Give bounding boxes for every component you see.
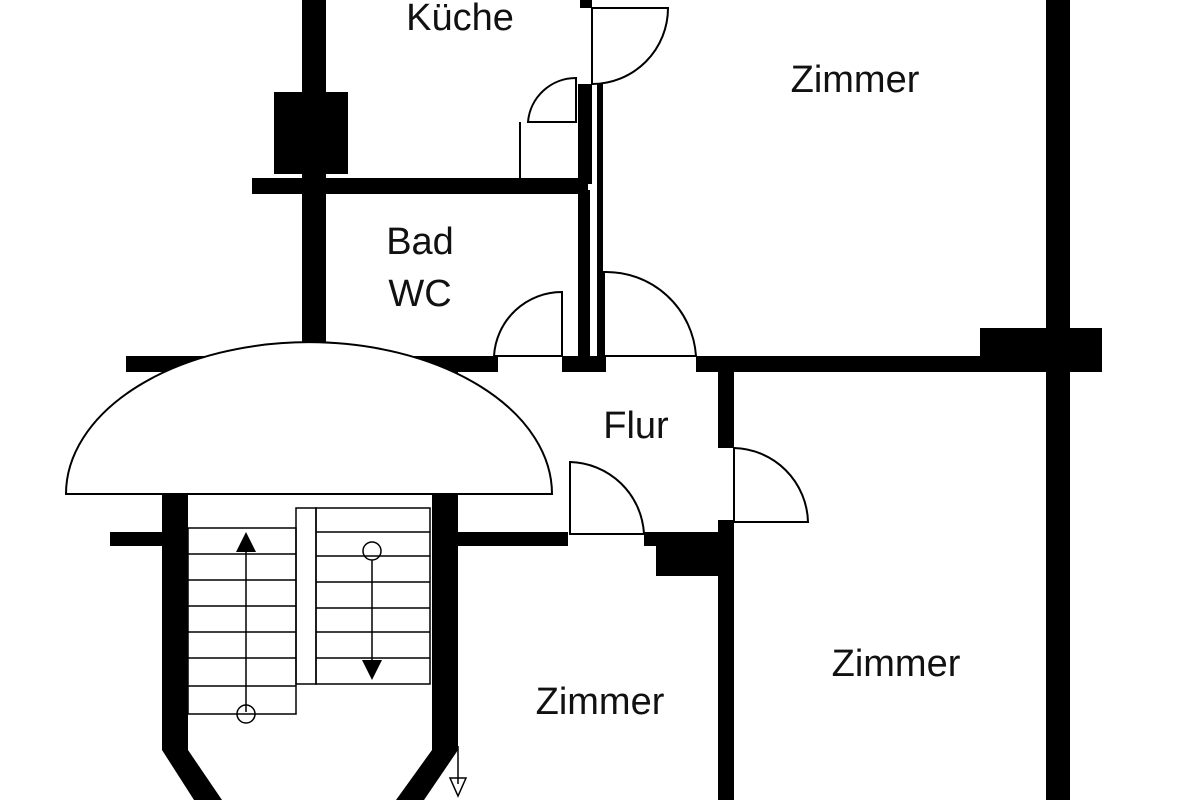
door-entrance[interactable] <box>64 341 554 495</box>
wall-outer-right <box>1046 0 1070 800</box>
wall-room-divider <box>718 372 734 448</box>
wall-flur-post <box>597 84 603 360</box>
stair-outline-mid <box>295 507 317 685</box>
chimney-right <box>980 328 1102 372</box>
stair-down-arrowhead <box>362 660 382 680</box>
wall-bath-right <box>578 190 590 360</box>
label-room-bottom-middle: Zimmer <box>536 681 665 723</box>
stair-up-arrowhead <box>236 532 256 552</box>
stair-up-start-circle <box>236 704 256 724</box>
basement-arrowhead <box>448 777 468 798</box>
room-labels: Küche Zimmer Bad WC Flur Zimmer Zimmer <box>386 0 961 723</box>
label-bath-line2: WC <box>388 273 451 315</box>
wall-mid-room-left <box>644 532 724 546</box>
staircase <box>187 507 468 798</box>
door-room-bottom-right[interactable] <box>733 446 810 523</box>
stair-stub-left <box>110 532 164 546</box>
wall-main-mid <box>562 356 606 372</box>
label-kitchen: Küche <box>406 0 514 39</box>
stair-wall-left-bevel <box>162 750 222 800</box>
stair-outline-right <box>315 507 431 685</box>
stair-wall-right-bevel <box>396 750 458 800</box>
stair-wall-left <box>162 494 188 750</box>
stair-wall-right <box>432 494 458 750</box>
door-room-bottom-middle[interactable] <box>569 460 646 535</box>
door-kitchen[interactable] <box>591 7 670 86</box>
doors <box>64 7 810 535</box>
stair-stub-right <box>456 532 568 546</box>
label-room-bottom-right: Zimmer <box>832 643 961 685</box>
door-bath[interactable] <box>492 290 563 357</box>
label-hall: Flur <box>603 405 669 447</box>
wall-kitchen-right <box>580 0 592 8</box>
wall-kitchen-bath <box>252 178 588 194</box>
label-bath-line1: Bad <box>386 221 454 263</box>
door-room-top-right[interactable] <box>603 270 698 357</box>
label-room-top-right: Zimmer <box>791 59 920 101</box>
chimney-top <box>274 92 348 174</box>
stair-down-start-circle <box>362 541 382 561</box>
wall-kitchen-right-lower <box>578 84 592 184</box>
wall-room-divider-lower <box>718 520 734 800</box>
door-pantry[interactable] <box>526 76 577 123</box>
